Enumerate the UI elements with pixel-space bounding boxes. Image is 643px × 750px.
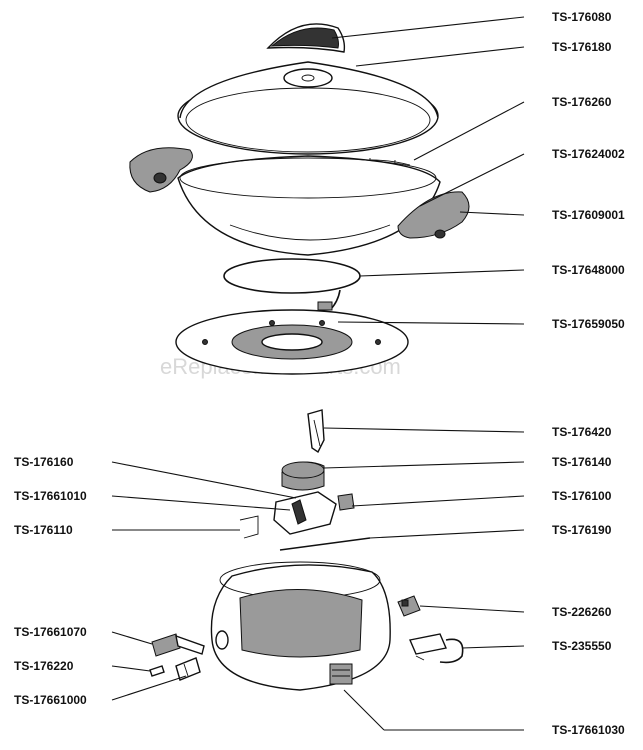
lid-drawing bbox=[177, 61, 439, 155]
labels-right: TS-176080 TS-176180 TS-176260 TS-1762400… bbox=[552, 10, 625, 737]
power-cord-drawing bbox=[409, 633, 464, 664]
connector-drawing bbox=[397, 595, 421, 617]
part-label: TS-17659050 bbox=[552, 317, 625, 331]
part-label: TS-17661000 bbox=[14, 693, 87, 707]
switch-assembly-drawing bbox=[239, 491, 355, 539]
part-label: TS-17648000 bbox=[552, 263, 625, 277]
part-label: TS-17661030 bbox=[552, 723, 625, 737]
part-label: TS-17661010 bbox=[14, 489, 87, 503]
part-label: TS-17624002 bbox=[552, 147, 625, 161]
thermostat-drawing bbox=[281, 461, 325, 491]
part-label: TS-17609001 bbox=[552, 208, 625, 222]
left-handle-drawing bbox=[129, 147, 193, 193]
plug-drawing bbox=[151, 633, 205, 657]
part-label: TS-176190 bbox=[552, 523, 612, 537]
base-plate-drawing bbox=[175, 309, 409, 375]
insulator-strip-drawing bbox=[279, 537, 371, 551]
part-label: TS-17661070 bbox=[14, 625, 87, 639]
part-label: TS-226260 bbox=[552, 605, 612, 619]
part-label: TS-176080 bbox=[552, 10, 612, 24]
base-housing-drawing bbox=[210, 561, 391, 691]
labels-left: TS-176160 TS-17661010 TS-176110 TS-17661… bbox=[14, 455, 87, 707]
bushing-drawing bbox=[175, 657, 201, 681]
part-label: TS-176420 bbox=[552, 425, 612, 439]
part-label: TS-176110 bbox=[14, 523, 73, 537]
leader-lines-right bbox=[323, 16, 525, 731]
part-label: TS-176140 bbox=[552, 455, 612, 469]
part-label: TS-176160 bbox=[14, 455, 74, 469]
bracket-drawing bbox=[307, 409, 325, 454]
part-label: TS-176180 bbox=[552, 40, 612, 54]
pin-drawing bbox=[149, 665, 165, 677]
right-handle-drawing bbox=[397, 191, 470, 239]
part-label: TS-235550 bbox=[552, 639, 612, 653]
wok-bowl-drawing bbox=[177, 155, 441, 256]
part-label: TS-176260 bbox=[552, 95, 612, 109]
lid-knob-drawing bbox=[266, 23, 346, 53]
heating-element-drawing bbox=[223, 258, 361, 311]
part-label: TS-176220 bbox=[14, 659, 74, 673]
leader-lines-left bbox=[111, 461, 297, 701]
part-label: TS-176100 bbox=[552, 489, 612, 503]
